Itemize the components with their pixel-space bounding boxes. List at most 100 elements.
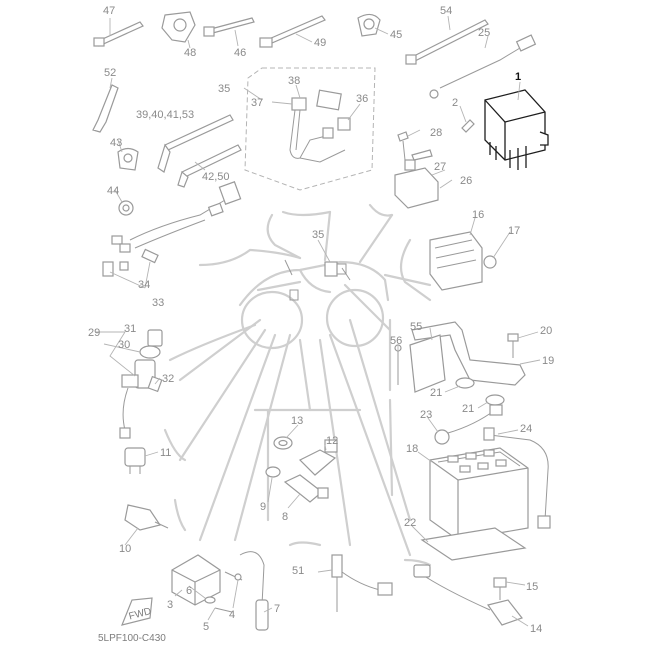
leader-lines xyxy=(96,15,541,627)
callout-27: 27 xyxy=(434,161,446,173)
guide-lines xyxy=(163,203,432,567)
diagram-code: 5LPF100-C430 xyxy=(98,633,166,644)
band-46[interactable] xyxy=(203,17,255,37)
callout-31: 31 xyxy=(124,323,136,335)
bolt-20[interactable] xyxy=(507,333,519,358)
callout-3: 3 xyxy=(167,599,173,611)
callout-46: 46 xyxy=(234,47,246,59)
callout-6: 6 xyxy=(186,585,192,597)
wire-harness-box xyxy=(244,67,376,191)
callout-56: 56 xyxy=(390,335,402,347)
callout-5: 5 xyxy=(203,621,209,633)
callout-32: 32 xyxy=(162,373,174,385)
nut-17[interactable] xyxy=(483,255,497,269)
callout-37: 37 xyxy=(251,97,263,109)
clamp-45[interactable] xyxy=(357,13,381,37)
callout-47: 47 xyxy=(103,5,115,17)
callout-43: 43 xyxy=(110,137,122,149)
bolt-4[interactable] xyxy=(224,571,243,581)
callout-21-lower: 21 xyxy=(462,403,474,415)
callout-24: 24 xyxy=(520,423,532,435)
lead-wire-25[interactable] xyxy=(429,34,537,99)
sensor-14[interactable] xyxy=(413,564,523,626)
battery-18[interactable] xyxy=(429,447,529,541)
callout-34: 34 xyxy=(138,279,150,291)
callout-22: 22 xyxy=(404,517,416,529)
atv-outline xyxy=(238,259,390,350)
starter-relay-26[interactable] xyxy=(394,149,439,209)
callout-23: 23 xyxy=(420,409,432,421)
callout-44: 44 xyxy=(107,185,119,197)
sensor-51[interactable] xyxy=(331,554,393,612)
bolt-5[interactable] xyxy=(214,607,233,613)
clip-44[interactable] xyxy=(118,200,134,216)
washer-13[interactable] xyxy=(273,436,293,450)
callout-54: 54 xyxy=(440,5,452,17)
clamp-48[interactable] xyxy=(161,11,196,43)
callout-30: 30 xyxy=(118,339,130,351)
bolt-28[interactable] xyxy=(397,131,409,161)
cable-tie-47[interactable] xyxy=(93,21,144,47)
switch-29[interactable] xyxy=(119,329,163,439)
grommet-21a[interactable] xyxy=(455,377,475,389)
callout-17: 17 xyxy=(508,225,520,237)
tie-54[interactable] xyxy=(405,19,489,65)
callout-21-upper: 21 xyxy=(430,387,442,399)
sensor-8[interactable] xyxy=(283,474,329,503)
band-42[interactable] xyxy=(177,144,242,188)
callout-29: 29 xyxy=(88,327,100,339)
callout-20: 20 xyxy=(540,325,552,337)
callout-49: 49 xyxy=(314,37,326,49)
callout-7: 7 xyxy=(274,603,280,615)
callout-33: 33 xyxy=(152,297,164,309)
callout-18: 18 xyxy=(406,443,418,455)
bracket-55[interactable] xyxy=(409,321,526,393)
callout-9: 9 xyxy=(260,501,266,513)
callout-10: 10 xyxy=(119,543,131,555)
band-49[interactable] xyxy=(259,15,326,48)
callout-55: 55 xyxy=(410,321,422,333)
callout-36: 36 xyxy=(356,93,368,105)
callout-52: 52 xyxy=(104,67,116,79)
callout-15: 15 xyxy=(526,581,538,593)
bolt-56[interactable] xyxy=(394,344,402,385)
band-39[interactable] xyxy=(157,114,234,173)
callout-26: 26 xyxy=(460,175,472,187)
callout-12: 12 xyxy=(326,435,338,447)
sub-harness-33[interactable] xyxy=(102,181,242,277)
washer-9[interactable] xyxy=(265,466,281,478)
plug-cap-7[interactable] xyxy=(239,551,269,631)
callout-1: 1 xyxy=(515,71,521,83)
tie-52[interactable] xyxy=(92,84,119,133)
sensor-10[interactable] xyxy=(124,504,169,531)
screw-2[interactable] xyxy=(461,119,475,133)
callout-45: 45 xyxy=(390,29,402,41)
callout-19: 19 xyxy=(542,355,554,367)
callout-51: 51 xyxy=(292,565,304,577)
callout-11: 11 xyxy=(160,447,171,459)
battery-cable-24[interactable] xyxy=(483,427,551,529)
sensor-11[interactable] xyxy=(124,447,146,474)
relay-unit-1[interactable] xyxy=(484,89,549,170)
callout-35-center: 35 xyxy=(312,229,324,241)
grommet-21b[interactable] xyxy=(485,394,505,406)
bolt-15[interactable] xyxy=(493,577,507,600)
callout-8: 8 xyxy=(282,511,288,523)
wire-harness-37[interactable] xyxy=(289,89,351,163)
washer-6[interactable] xyxy=(204,596,216,604)
rectifier-16[interactable] xyxy=(429,231,483,291)
callout-48: 48 xyxy=(184,47,196,59)
callout-25: 25 xyxy=(478,27,490,39)
ignition-coil-3[interactable] xyxy=(171,554,221,606)
callout-39-40-41-53: 39,40,41,53 xyxy=(136,109,194,121)
callout-2: 2 xyxy=(452,97,458,109)
callout-14: 14 xyxy=(530,623,542,635)
callout-42-50: 42,50 xyxy=(202,171,230,183)
battery-pad-22[interactable] xyxy=(420,527,527,561)
clamp-43[interactable] xyxy=(117,147,139,171)
callout-38: 38 xyxy=(288,75,300,87)
part-35-center[interactable] xyxy=(324,261,338,277)
cap-23[interactable] xyxy=(434,404,503,445)
callout-35-top: 35 xyxy=(218,83,230,95)
